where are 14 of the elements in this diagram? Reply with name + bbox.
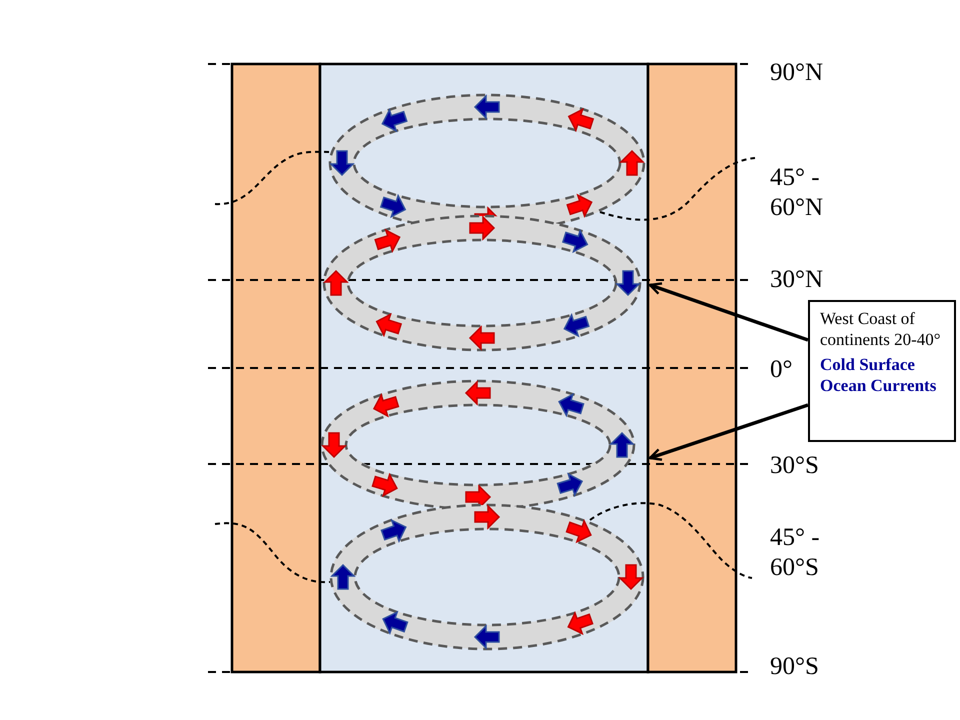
- callout-box: [808, 300, 956, 442]
- latitude-label: 30°N: [770, 265, 824, 295]
- latitude-label: 0°: [770, 355, 794, 385]
- arrow: [648, 403, 809, 461]
- latitude-label: 90°S: [770, 652, 820, 682]
- callout-heading: Cold Surface Ocean Currents: [820, 354, 938, 396]
- latitude-label: 45° - 60°S: [770, 523, 821, 583]
- latitude-label: 90°N: [770, 58, 824, 88]
- callout-text: West Coast of continents 20-40°: [820, 308, 942, 350]
- arrow: [648, 282, 809, 342]
- continent-band: [230, 62, 322, 674]
- latitude-label: 30°S: [770, 451, 820, 481]
- latitude-label: 45° - 60°N: [770, 163, 824, 223]
- continent-band: [646, 62, 738, 674]
